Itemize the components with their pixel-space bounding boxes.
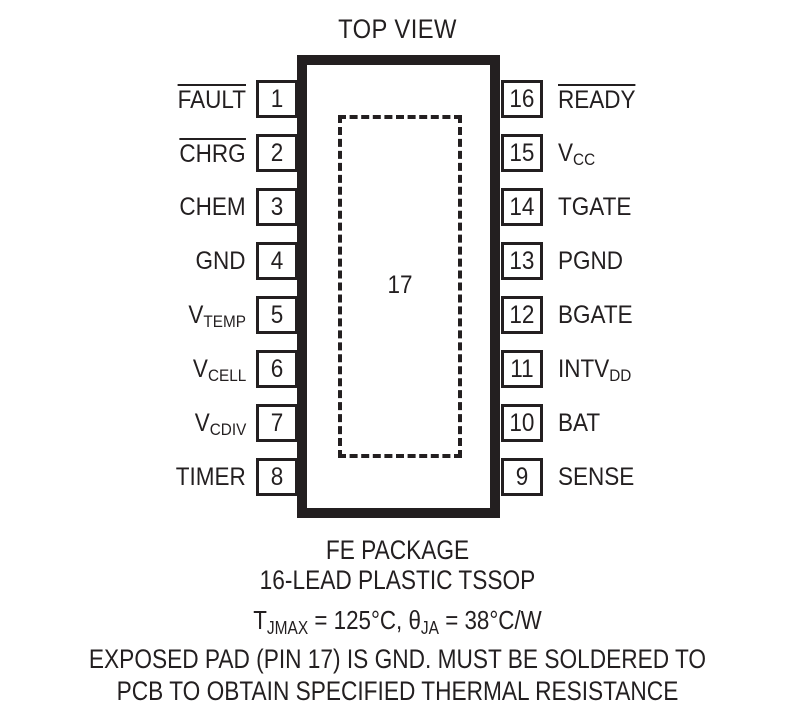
caption-pad-note-line1: EXPOSED PAD (PIN 17) IS GND. MUST BE SOL… [0, 643, 795, 675]
pin-box-8: 8 [256, 458, 298, 496]
pin-name-text-6: VCELL [192, 354, 246, 385]
pin-box-4: 4 [256, 242, 298, 280]
pin-name-text-3: CHEM [179, 192, 246, 221]
pin-name-text-7: VCDIV [194, 408, 246, 439]
pin-box-9: 9 [501, 458, 543, 496]
pin-name-text-9: SENSE [558, 462, 635, 491]
pin-box-3: 3 [256, 188, 298, 226]
pin-name-text-16: READY [558, 83, 636, 114]
pin-number-11: 11 [510, 354, 534, 383]
pin-label-10: BAT [558, 404, 788, 442]
pin-name-text-15: VCC [558, 138, 596, 169]
pin-name-text-1: FAULT [177, 83, 246, 114]
package-body-outline [297, 55, 500, 518]
pin-box-6: 6 [256, 350, 298, 388]
caption-thermal-specs: TJMAX = 125°C, θJA = 38°C/W [0, 605, 795, 638]
pin-label-16: READY [558, 80, 788, 118]
pin-name-text-5: VTEMP [188, 300, 246, 331]
pin-label-9: SENSE [558, 458, 788, 496]
pin-number-4: 4 [270, 246, 284, 275]
thermal-specs-text: TJMAX = 125°C, θJA = 38°C/W [253, 605, 542, 638]
pin-label-1: FAULT [20, 80, 246, 118]
pin-label-8: TIMER [20, 458, 246, 496]
pin-name-text-12: BGATE [558, 300, 633, 329]
pin-label-14: TGATE [558, 188, 788, 226]
pin-number-7: 7 [270, 408, 284, 437]
pin-label-13: PGND [558, 242, 788, 280]
pin-name-text-4: GND [195, 246, 246, 275]
pin-number-2: 2 [270, 138, 284, 167]
pin-label-11: INTVDD [558, 350, 788, 388]
pin-box-7: 7 [256, 404, 298, 442]
pin-box-11: 11 [501, 350, 543, 388]
pin-label-3: CHEM [20, 188, 246, 226]
pin-number-16: 16 [509, 84, 535, 113]
pin-name-text-8: TIMER [175, 462, 246, 491]
pin-name-text-14: TGATE [558, 192, 632, 221]
pin-label-12: BGATE [558, 296, 788, 334]
package-name-text: FE PACKAGE [325, 535, 470, 565]
pin-number-13: 13 [509, 246, 535, 275]
pin-label-6: VCELL [20, 350, 246, 388]
pad-note-line1-text: EXPOSED PAD (PIN 17) IS GND. MUST BE SOL… [88, 644, 707, 674]
page-title: TOP VIEW [338, 14, 457, 44]
pin-box-13: 13 [501, 242, 543, 280]
pin-box-2: 2 [256, 134, 298, 172]
exposed-pad-outline [338, 115, 462, 458]
pin-number-14: 14 [509, 192, 535, 221]
pin-box-10: 10 [501, 404, 543, 442]
pin-box-1: 1 [256, 80, 298, 118]
pin-label-7: VCDIV [20, 404, 246, 442]
pin-box-16: 16 [501, 80, 543, 118]
caption-package-name: FE PACKAGE [0, 534, 795, 566]
pin-box-14: 14 [501, 188, 543, 226]
pin-number-5: 5 [270, 300, 284, 329]
pin-label-4: GND [20, 242, 246, 280]
pin-number-3: 3 [270, 192, 284, 221]
pin-number-15: 15 [509, 138, 535, 167]
pin-name-text-11: INTVDD [558, 354, 632, 385]
pin-number-6: 6 [270, 354, 284, 383]
pin-number-9: 9 [515, 462, 529, 491]
caption-lead-description: 16-LEAD PLASTIC TSSOP [0, 564, 795, 596]
pin-label-2: CHRG [20, 134, 246, 172]
pin-box-12: 12 [501, 296, 543, 334]
pin-label-15: VCC [558, 134, 788, 172]
pin-number-12: 12 [509, 300, 535, 329]
pad-note-line2-text: PCB TO OBTAIN SPECIFIED THERMAL RESISTAN… [116, 676, 679, 706]
pin-name-text-13: PGND [558, 246, 624, 275]
pin-box-15: 15 [501, 134, 543, 172]
lead-description-text: 16-LEAD PLASTIC TSSOP [259, 565, 536, 595]
pin-name-text-10: BAT [558, 408, 601, 437]
pin-box-5: 5 [256, 296, 298, 334]
pin-number-10: 10 [509, 408, 535, 437]
pin-number-8: 8 [270, 462, 284, 491]
pin-name-text-2: CHRG [179, 137, 246, 168]
pin-number-1: 1 [270, 84, 284, 113]
exposed-pad-pin-number: 17 [387, 271, 413, 299]
pin-label-5: VTEMP [20, 296, 246, 334]
caption-pad-note-line2: PCB TO OBTAIN SPECIFIED THERMAL RESISTAN… [0, 675, 795, 707]
